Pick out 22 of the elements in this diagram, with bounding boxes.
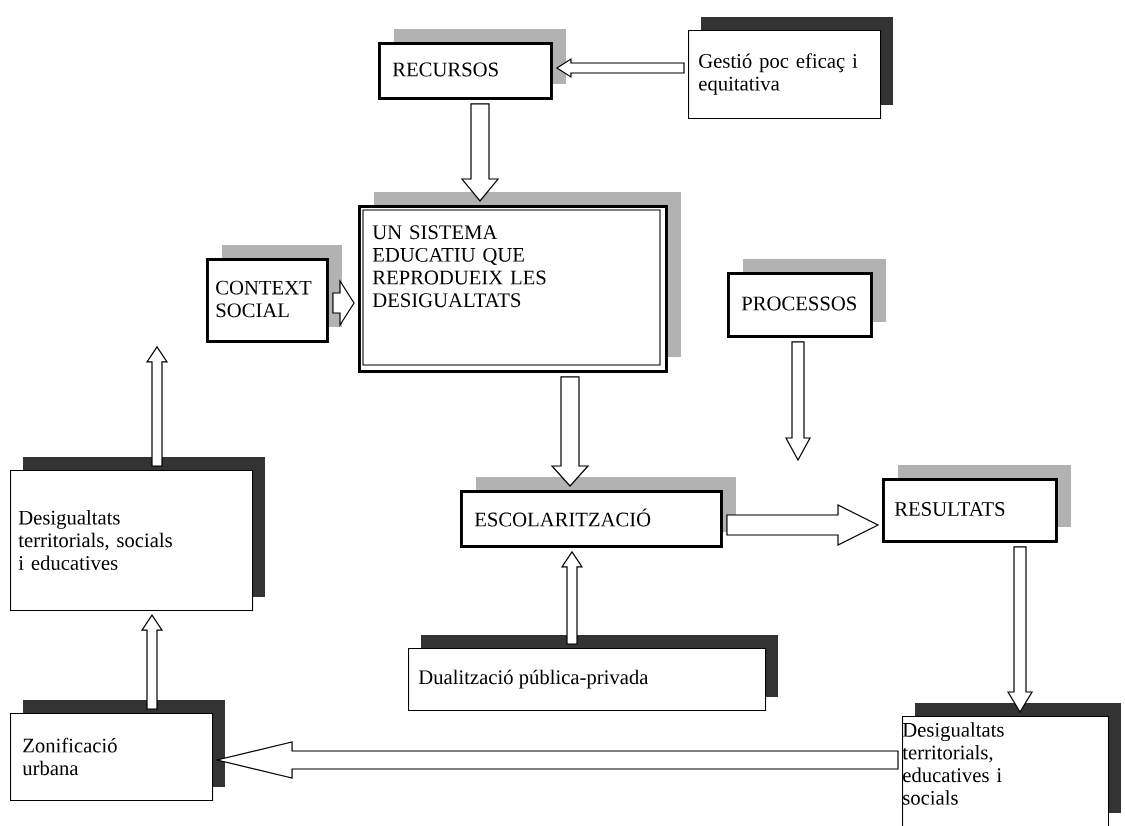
text-box: Gestió poc eficaç i equitativa (688, 17, 893, 120)
block-arrow (332, 278, 355, 328)
block-arrow (555, 57, 685, 79)
block-arrow (785, 341, 812, 462)
text-box: RESULTATS (882, 465, 1071, 543)
block-arrow (726, 504, 880, 546)
double-bordered-box: UN SISTEMA EDUCATIU QUE REPRODUEIX LES DESIGUALTATS (358, 192, 681, 373)
text-box: Zonificació urbana (10, 700, 225, 802)
text-box: Dualització pública-privada (408, 635, 778, 712)
block-arrow (560, 550, 584, 645)
text-box: CONTEXT SOCIAL (206, 245, 342, 343)
text-box: ESCOLARITZACIÓ (460, 477, 736, 548)
text-box: Desigualtats territorials, educatives i socials (902, 703, 1121, 826)
text-box: PROCESSOS (727, 259, 886, 338)
block-arrow (550, 376, 590, 487)
text-box: Desigualtats territorials, socials i educatives (10, 457, 265, 612)
block-arrow (460, 103, 500, 202)
block-arrow (1006, 546, 1034, 714)
text-box: RECURSOS (378, 29, 566, 100)
block-arrow (145, 345, 169, 467)
block-arrow (140, 614, 164, 710)
block-arrow (214, 741, 899, 779)
